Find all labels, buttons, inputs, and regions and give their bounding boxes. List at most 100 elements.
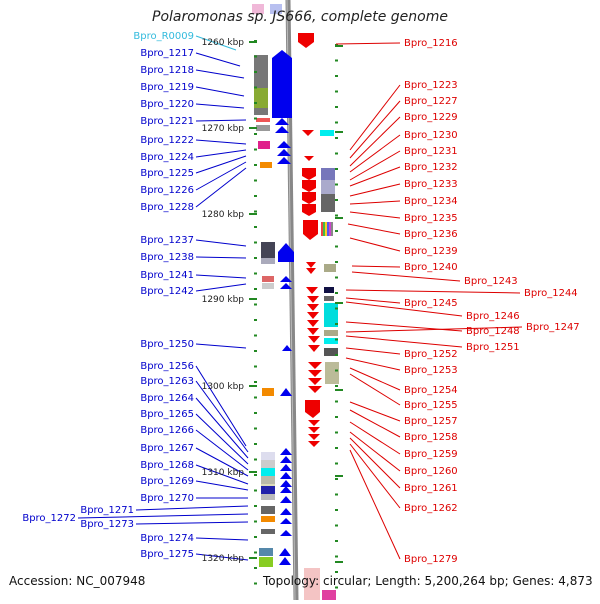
leader-line [345, 289, 521, 294]
scale-dot-right [335, 276, 338, 279]
gene-label: Bpro_1244 [524, 288, 578, 299]
gene-label: Bpro_1279 [404, 554, 458, 565]
reverse-gene-arrow [306, 262, 316, 268]
gene-label: Bpro_1231 [404, 146, 458, 157]
forward-gene-arrow [282, 345, 292, 351]
scale-label: 1320 kbp [202, 554, 245, 564]
reverse-gene-arrow [308, 362, 322, 369]
scale-dot-right [335, 462, 338, 465]
feature-block [262, 388, 274, 396]
reverse-gene-arrow [303, 220, 318, 240]
gene-label: Bpro_1224 [140, 152, 194, 163]
gene-label: Bpro_1258 [404, 432, 458, 443]
gene-label: Bpro_1228 [140, 202, 194, 213]
gene-label: Bpro_1225 [140, 168, 194, 179]
gene-label: Bpro_1256 [140, 361, 194, 372]
leader-line [349, 211, 401, 219]
gene-label: Bpro_1266 [140, 425, 194, 436]
leader-line [195, 274, 247, 279]
scale-dot-right [335, 369, 338, 372]
reverse-gene-arrow [308, 336, 320, 343]
feature-block [256, 118, 270, 122]
leader-line [135, 521, 249, 525]
forward-gene-arrow [280, 283, 292, 289]
leader-line [349, 237, 401, 252]
gene-label: Bpro_1227 [404, 96, 458, 107]
forward-gene-arrow [280, 508, 292, 515]
scale-dot-left [254, 226, 257, 228]
similarity-block [321, 168, 335, 180]
gene-label: Bpro_1217 [140, 48, 194, 59]
gene-label: Bpro_1268 [140, 460, 194, 471]
gene-label: Bpro_1260 [404, 466, 458, 477]
gene-label: Bpro_1274 [140, 533, 194, 544]
similarity-block [261, 476, 275, 484]
gene-label: Bpro_1254 [404, 385, 458, 396]
feature-block [256, 125, 270, 131]
scale-dot-right [335, 199, 338, 201]
scale-dot-right [335, 137, 338, 139]
leader-line [349, 84, 401, 151]
reverse-gene-arrow [308, 370, 322, 377]
reverse-gene-arrow [307, 296, 319, 303]
scale-major-tick-right [335, 561, 343, 563]
forward-gene-arrow [280, 456, 292, 463]
reverse-gene-arrow [306, 287, 318, 294]
leader-line [195, 553, 249, 561]
feature-stripe [331, 222, 333, 236]
scale-dot-right [335, 90, 338, 93]
gene-label: Bpro_1272 [22, 513, 76, 524]
gene-label: Bpro_1250 [140, 339, 194, 350]
scale-dot-left [254, 71, 257, 73]
similarity-block [321, 194, 335, 212]
forward-gene-arrow [275, 118, 289, 125]
leader-line [195, 35, 237, 51]
gene-label: Bpro_1257 [404, 416, 458, 427]
scale-major-tick-right [335, 302, 343, 304]
feature-block [262, 276, 274, 282]
reverse-gene-arrow [308, 427, 320, 433]
forward-gene-arrow [280, 530, 292, 536]
similarity-block [324, 303, 338, 327]
leader-line [195, 343, 247, 349]
scale-dot-left [254, 117, 257, 120]
feature-tracks [252, 4, 339, 600]
reverse-gene-arrow [308, 441, 320, 447]
leader-line [349, 100, 401, 159]
leader-line [349, 409, 401, 438]
scale-dot-left [254, 210, 257, 213]
forward-gene-arrow [279, 557, 291, 565]
gene-label: Bpro_1264 [140, 393, 194, 404]
scale-dot-right [335, 385, 338, 387]
scale-dot-right [335, 540, 338, 542]
scale-dot-left [254, 474, 257, 476]
scale-dot-right [335, 59, 338, 62]
scale-dot-left [254, 86, 257, 89]
scale-dot-right [335, 214, 338, 217]
scale-ticks [249, 40, 343, 589]
gene-label: Bpro_1252 [404, 349, 458, 360]
feature-stripe [325, 222, 327, 236]
gene-label: Bpro_1218 [140, 65, 194, 76]
leader-line [195, 69, 245, 79]
scale-dot-right [335, 431, 338, 434]
scale-dot-left [254, 582, 257, 585]
leader-line [195, 464, 249, 485]
scale-dot-right [335, 509, 338, 511]
feature-stripe [323, 222, 325, 236]
leader-line [351, 271, 461, 282]
gene-label: Bpro_1238 [140, 252, 194, 263]
feature-block [324, 287, 334, 293]
leader-line [349, 401, 401, 422]
reverse-gene-arrow [308, 386, 322, 393]
gene-label: Bpro_1241 [140, 270, 194, 281]
leader-line [195, 537, 249, 541]
feature-block [261, 516, 275, 522]
scale-label: 1280 kbp [202, 210, 245, 220]
leader-line [351, 265, 401, 268]
leader-line [349, 437, 401, 489]
gene-label: Bpro_1234 [404, 196, 458, 207]
scale-dot-right [335, 447, 338, 449]
feature-block [261, 529, 275, 534]
